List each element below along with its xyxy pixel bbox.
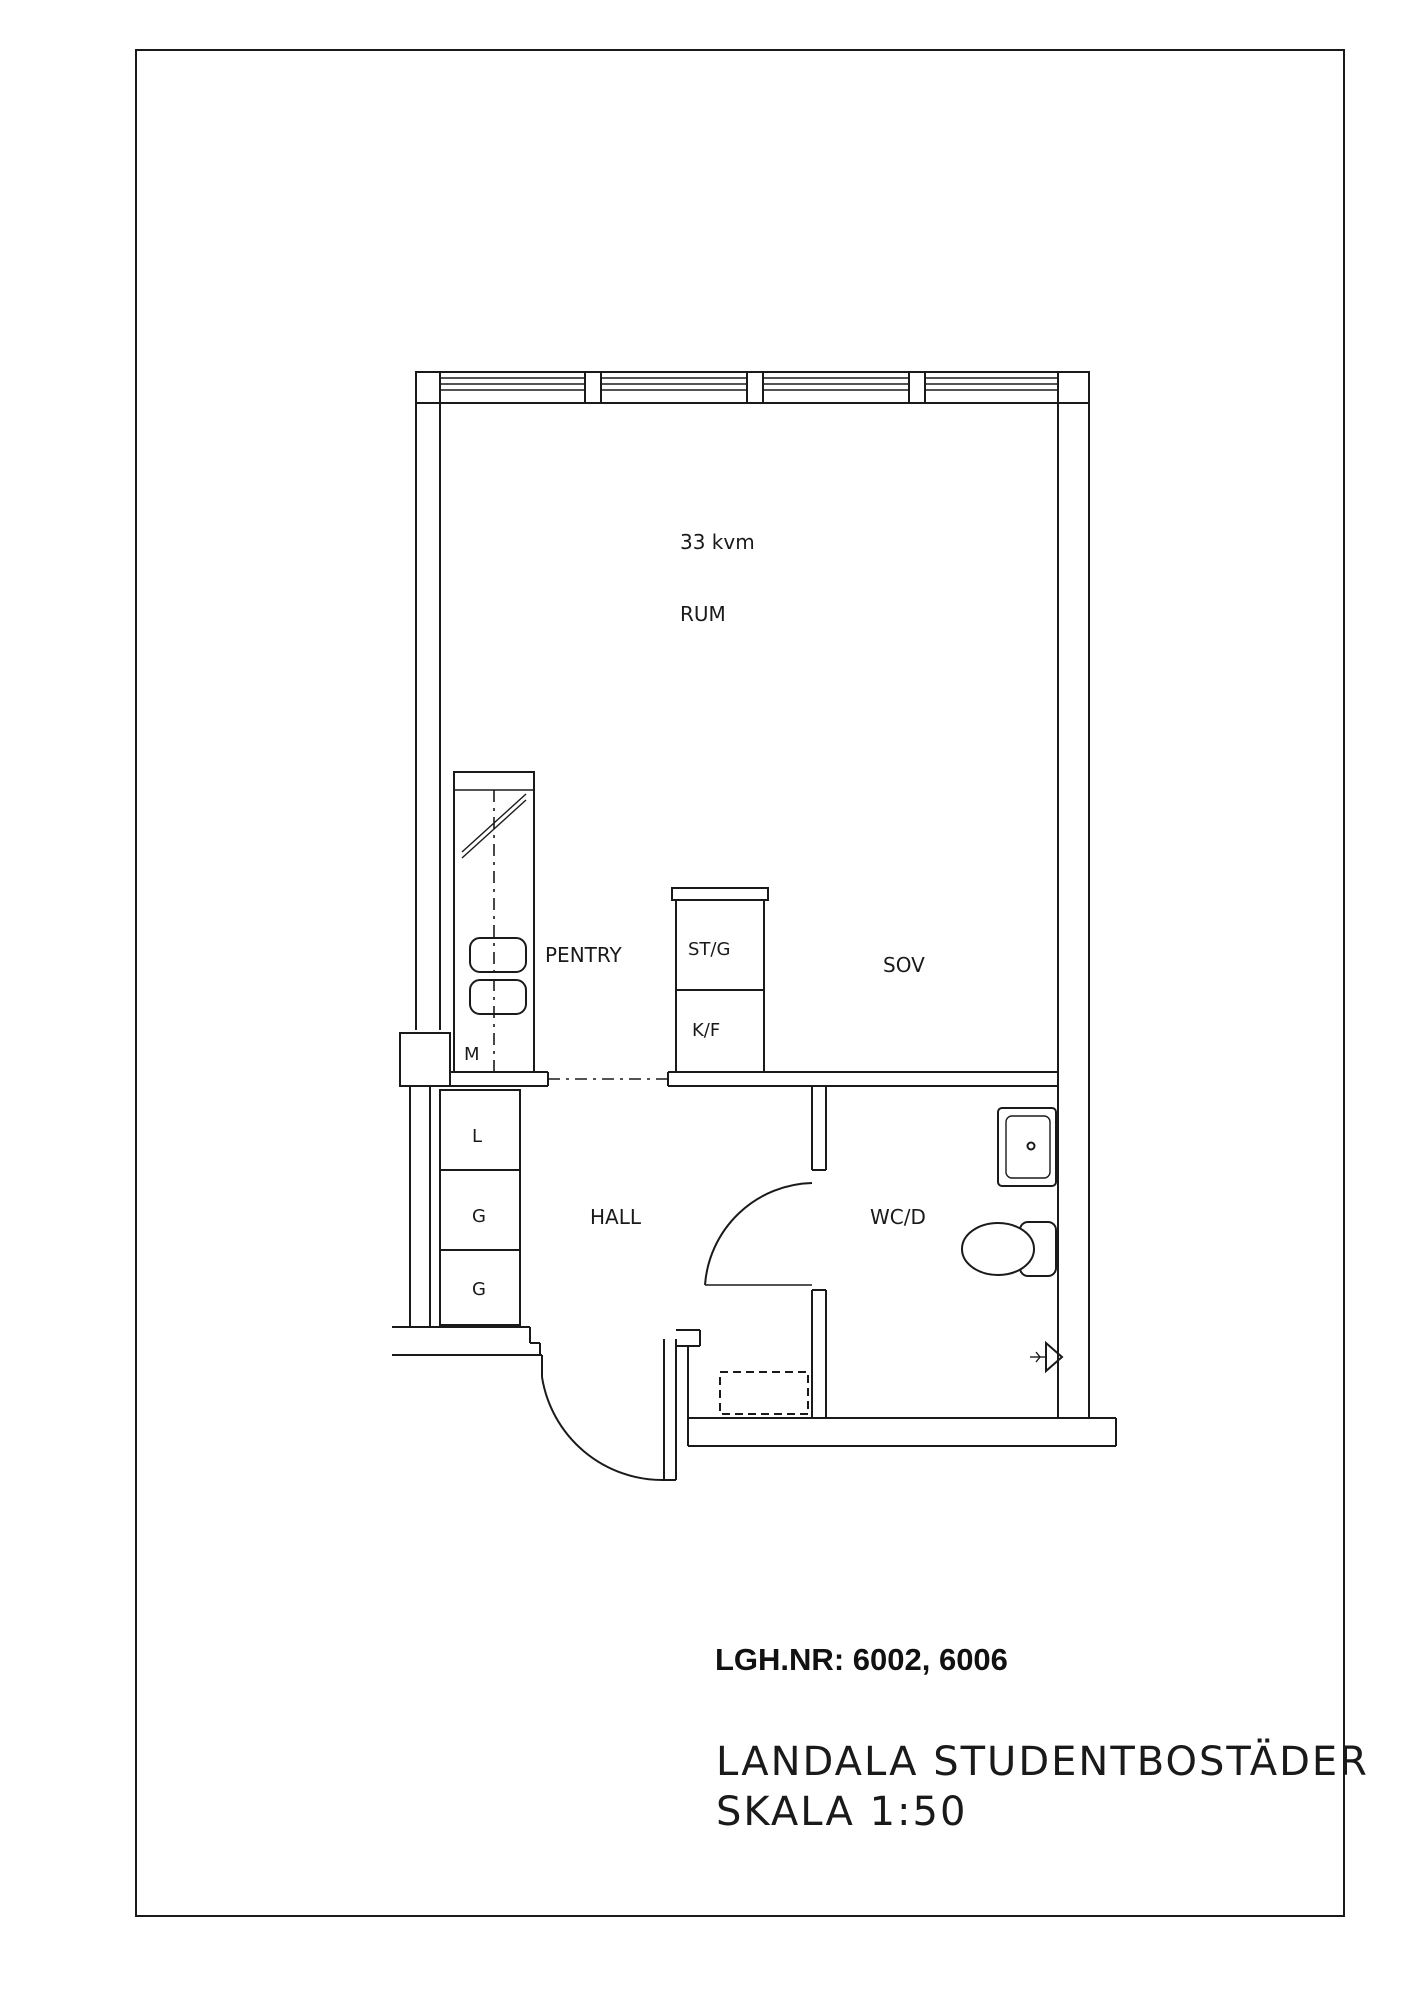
apartment-numbers: LGH.NR: 6002, 6006: [715, 1642, 1008, 1677]
sink-bowl-upper: [469, 937, 527, 973]
bathroom-fixtures: [961, 1107, 1064, 1374]
exterior-walls: [415, 372, 1116, 1419]
bathroom-walls: [704, 1086, 827, 1418]
room-label-hall: HALL: [590, 1205, 642, 1229]
hall-walls: [392, 1086, 1117, 1481]
pentry-counter: [453, 771, 535, 1073]
sheet-border: [135, 49, 1345, 1917]
shelf-outline: [719, 1371, 809, 1415]
floor-plan: 33 kvm RUM PENTRY SOV HALL WC/D ST/G K/F…: [392, 371, 1117, 1482]
room-label-pentry: PENTRY: [545, 943, 622, 967]
entrance-door: [530, 1354, 665, 1482]
project-name: LANDALA STUDENTBOSTÄDER: [716, 1737, 1369, 1785]
microwave-label: M: [464, 1044, 480, 1065]
room-label-wc: WC/D: [870, 1205, 926, 1229]
washbasin: [997, 1107, 1057, 1187]
floor-drain: [1030, 1340, 1064, 1374]
title-block: LGH.NR: 6002, 6006 LANDALA STUDENTBOSTÄD…: [715, 1642, 1369, 1835]
room-label-sov: SOV: [883, 953, 925, 977]
window-band: [415, 371, 1090, 404]
closet-label-g2: G: [472, 1279, 486, 1300]
room-divider-wall: [399, 1032, 1058, 1087]
stove-label: ST/G: [688, 939, 730, 960]
hall-closets: [439, 1089, 521, 1326]
room-label-rum: RUM: [680, 602, 726, 626]
appliance-cabinet: [671, 887, 769, 1073]
closet-label-l: L: [472, 1126, 482, 1147]
closet-label-g1: G: [472, 1206, 486, 1227]
sink-bowl-lower: [469, 979, 527, 1015]
room-area-label: 33 kvm: [680, 530, 755, 554]
toilet: [961, 1221, 1057, 1277]
drawing-scale: SKALA 1:50: [716, 1789, 967, 1835]
fridge-label: K/F: [692, 1020, 720, 1041]
